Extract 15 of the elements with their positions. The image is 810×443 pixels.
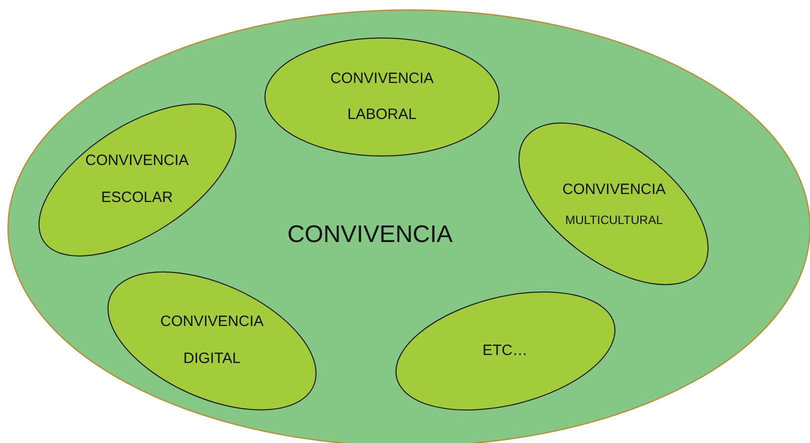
ellipse-label: DIGITAL (183, 348, 241, 369)
ellipse (396, 292, 614, 410)
ellipse-label: CONVIVENCIA (160, 312, 264, 332)
ellipse-label: LABORAL (347, 105, 417, 125)
ellipse-label: CONVIVENCIA (330, 68, 434, 88)
ellipse-label: CONVIVENCIA (85, 151, 189, 172)
ellipse-label: ESCOLAR (101, 188, 173, 208)
ellipse (108, 272, 316, 410)
ellipse (519, 123, 709, 285)
ellipse-label: ETC… (482, 340, 528, 361)
ellipse (265, 38, 499, 156)
ellipse (38, 104, 236, 256)
ellipse-label: CONVIVENCIA (287, 220, 453, 250)
ellipse-label: CONVIVENCIA (562, 180, 666, 200)
ellipse-label: MULTICULTURAL (565, 212, 663, 230)
